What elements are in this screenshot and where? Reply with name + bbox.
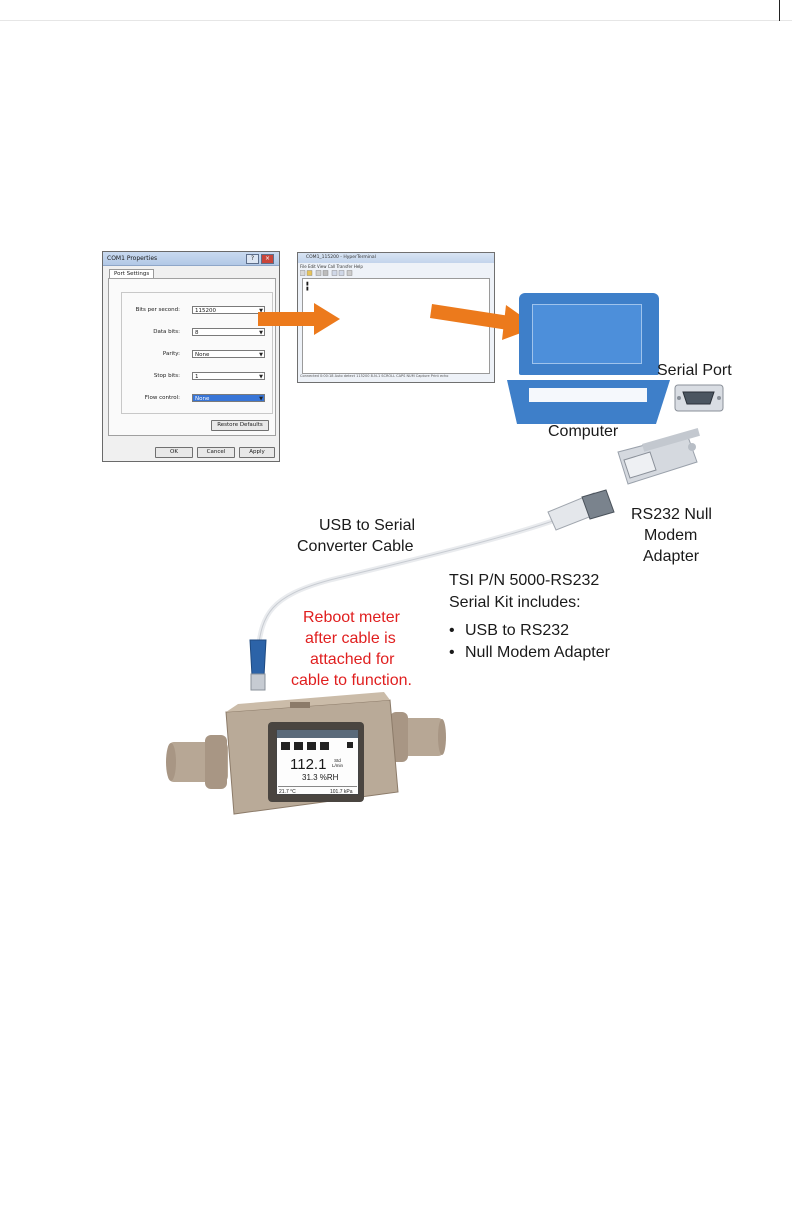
stop-bits-select[interactable]: 1▼ [192, 372, 265, 380]
meter-key-icon [307, 742, 316, 750]
meter-footer: 21.7 °C 101.7 kPa [278, 786, 357, 795]
cable-label-1: USB to Serial [319, 517, 416, 534]
reboot-note-4: cable to function. [291, 672, 412, 689]
chevron-down-icon: ▼ [259, 308, 263, 314]
new-icon [300, 270, 306, 276]
bits-per-second-label: Bits per second: [135, 307, 180, 313]
adapter-label-1: RS232 Null [631, 506, 712, 523]
list-item: •Null Modem Adapter [449, 644, 610, 661]
computer-label: Computer [548, 423, 619, 440]
db9-connector-icon [547, 489, 615, 531]
connect-icon [315, 270, 322, 276]
meter-secondary-value: 31.3 %RH [302, 773, 339, 782]
disconnect-icon [322, 270, 329, 276]
com-properties-dialog: COM1 Properties ? × Port Settings Bits p… [102, 251, 280, 462]
close-icon[interactable]: × [261, 254, 274, 264]
open-icon [306, 270, 313, 276]
parity-select[interactable]: None▼ [192, 350, 265, 358]
help-icon[interactable]: ? [246, 254, 259, 264]
meter-header-bar [277, 730, 358, 738]
apply-button[interactable]: Apply [239, 447, 275, 458]
port-settings-panel: Bits per second: 115200▼ Data bits: 8▼ P… [108, 278, 276, 436]
serial-port-icon [674, 384, 724, 412]
meter-pressure: 101.7 kPa [330, 789, 353, 795]
terminal-titlebar: COM1_115200 - HyperTerminal [298, 253, 494, 263]
page-top-tick [779, 0, 780, 21]
laptop-display [532, 304, 642, 364]
adapter-label-3: Adapter [643, 548, 700, 565]
reboot-note-3: attached for [310, 651, 395, 668]
terminal-menubar[interactable]: File Edit View Call Transfer Help [300, 264, 363, 269]
dialog-titlebar: COM1 Properties ? × [103, 252, 279, 266]
arrow-dialog-to-terminal-icon [258, 303, 340, 335]
meter-key-icon [294, 742, 303, 750]
bits-per-second-select[interactable]: 115200▼ [192, 306, 265, 314]
ok-button[interactable]: OK [155, 447, 193, 458]
kit-label-1: TSI P/N 5000-RS232 [449, 572, 600, 589]
chevron-down-icon: ▼ [259, 352, 263, 358]
serial-port-label: Serial Port [657, 362, 732, 379]
restore-defaults-button[interactable]: Restore Defaults [211, 420, 269, 431]
receive-icon [338, 270, 345, 276]
flow-control-label: Flow control: [144, 395, 180, 401]
meter-key-icon [320, 742, 329, 750]
flow-control-select[interactable]: None▼ [192, 394, 265, 402]
send-icon [331, 270, 338, 276]
parity-label: Parity: [162, 351, 180, 357]
kit-label-2: Serial Kit includes: [449, 594, 581, 611]
cable-outline-icon [257, 507, 587, 651]
cancel-button[interactable]: Cancel [197, 447, 235, 458]
chevron-down-icon: ▼ [259, 396, 263, 402]
meter-main-value: 112.1 [290, 756, 327, 773]
row-data-bits: Data bits: 8▼ [122, 328, 272, 337]
meter-status-icon [347, 742, 353, 748]
chevron-down-icon: ▼ [259, 330, 263, 336]
chevron-down-icon: ▼ [259, 374, 263, 380]
row-flow-control: Flow control: None▼ [122, 394, 272, 403]
meter-temperature: 21.7 °C [279, 789, 296, 795]
terminal-cursor: ▮▮ [306, 281, 309, 292]
tab-port-settings[interactable]: Port Settings [109, 269, 155, 278]
dialog-title: COM1 Properties [107, 255, 158, 262]
terminal-statusbar: Connected 0:00:18 Auto detect 115200 8-N… [300, 374, 449, 378]
adapter-label-2: Modem [644, 527, 698, 544]
kit-items-list: •USB to RS232 •Null Modem Adapter [449, 620, 610, 664]
cable-label-2: Converter Cable [297, 538, 414, 555]
list-item: •USB to RS232 [449, 622, 570, 639]
properties-icon [346, 270, 353, 276]
row-parity: Parity: None▼ [122, 350, 272, 359]
data-bits-label: Data bits: [153, 329, 180, 335]
stop-bits-label: Stop bits: [153, 373, 180, 379]
meter-key-icon [281, 742, 290, 750]
terminal-toolbar[interactable] [300, 270, 360, 276]
settings-group: Bits per second: 115200▼ Data bits: 8▼ P… [121, 292, 273, 414]
terminal-title: COM1_115200 - HyperTerminal [306, 255, 376, 260]
reboot-note-2: after cable is [305, 630, 396, 647]
row-stop-bits: Stop bits: 1▼ [122, 372, 272, 381]
usb-connector-icon [249, 639, 267, 691]
data-bits-select[interactable]: 8▼ [192, 328, 265, 336]
reboot-note-1: Reboot meter [303, 609, 400, 626]
laptop-icon [507, 380, 670, 424]
row-bits-per-second: Bits per second: 115200▼ [122, 306, 272, 315]
null-modem-adapter-icon [617, 428, 700, 485]
page-top-rule [0, 20, 792, 21]
